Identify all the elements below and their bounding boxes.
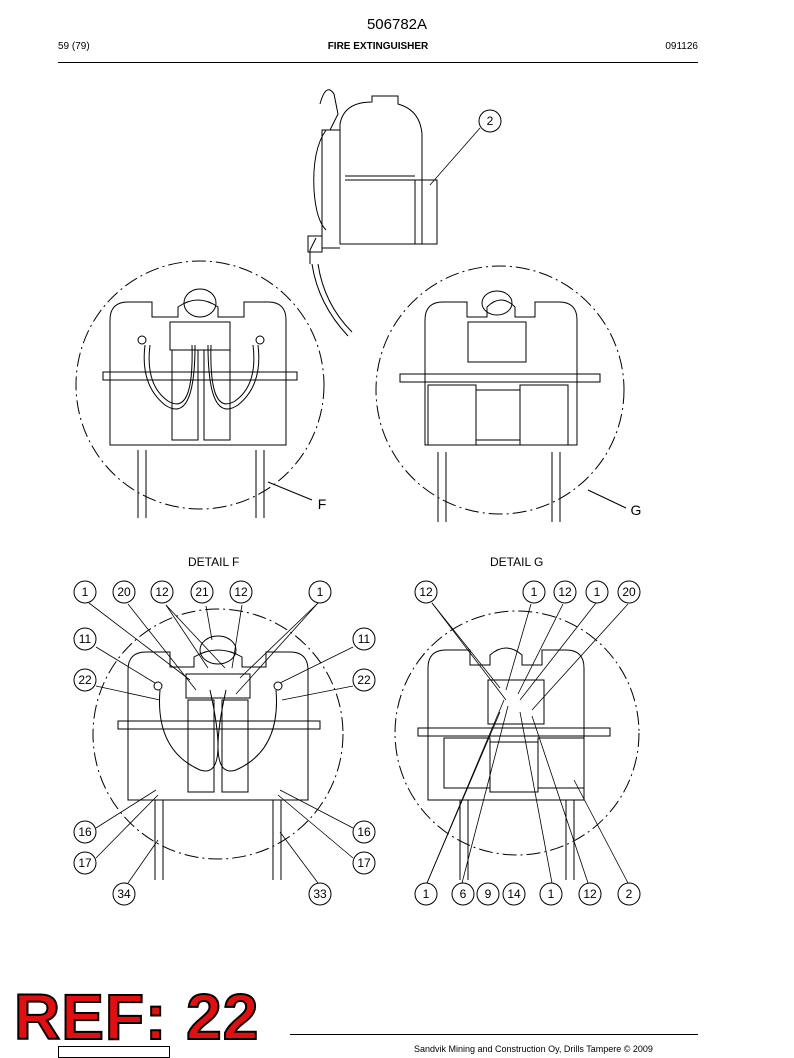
callout-number: 22 (357, 673, 371, 687)
callout-number: 17 (357, 856, 371, 870)
callout-number: 11 (358, 632, 371, 646)
view-g-circle (375, 265, 627, 522)
callout-number: 22 (78, 673, 92, 687)
footer-rule (290, 1034, 698, 1035)
callout-number: 1 (594, 585, 601, 599)
side-view-extinguisher (307, 89, 438, 337)
callout-number: 20 (622, 585, 636, 599)
document-number: 506782A (366, 16, 428, 33)
callout-number: 12 (419, 585, 433, 599)
page-title: FIRE EXTINGUISHER (327, 41, 429, 52)
callout-number: 17 (78, 856, 92, 870)
callout-number: 16 (357, 825, 371, 839)
callout-number: 1 (531, 585, 538, 599)
callout-number: 2 (487, 114, 494, 128)
detail-f-title: DETAIL F (188, 555, 240, 569)
callout-number: 12 (155, 585, 169, 599)
header-rule (58, 62, 698, 63)
callout-number: 2 (626, 887, 633, 901)
page-number: 59 (79) (58, 41, 90, 52)
callout-number: 33 (313, 887, 327, 901)
callout-number: 20 (117, 585, 131, 599)
callout-number: 14 (507, 887, 521, 901)
callout-number: 12 (583, 887, 597, 901)
callout-number: 1 (548, 887, 555, 901)
callout-number: 6 (460, 887, 467, 901)
callout-numbers: 2 1 20 12 21 12 1 11 11 22 22 16 16 17 1… (78, 114, 641, 901)
view-letter-g: G (631, 502, 642, 518)
callout-number: 11 (79, 632, 92, 646)
date-code: 091126 (665, 41, 698, 52)
detail-f-drawing (92, 608, 344, 880)
callout-number: 9 (485, 887, 492, 901)
callout-number: 34 (117, 887, 131, 901)
callout-number: 21 (195, 585, 209, 599)
callout-number: 1 (423, 887, 430, 901)
view-letter-f: F (318, 496, 327, 512)
callout-bubbles (73, 109, 641, 906)
ref-stamp: REF: 22 (13, 981, 260, 1053)
leader-lines (88, 127, 629, 884)
view-f-circle (75, 260, 325, 518)
footer-copyright: Sandvik Mining and Construction Oy, Dril… (414, 1044, 653, 1054)
callout-number: 16 (78, 825, 92, 839)
detail-g-title: DETAIL G (490, 555, 544, 569)
callout-number: 12 (558, 585, 572, 599)
callout-number: 12 (234, 585, 248, 599)
callout-number: 1 (82, 585, 89, 599)
callout-number: 1 (317, 585, 324, 599)
